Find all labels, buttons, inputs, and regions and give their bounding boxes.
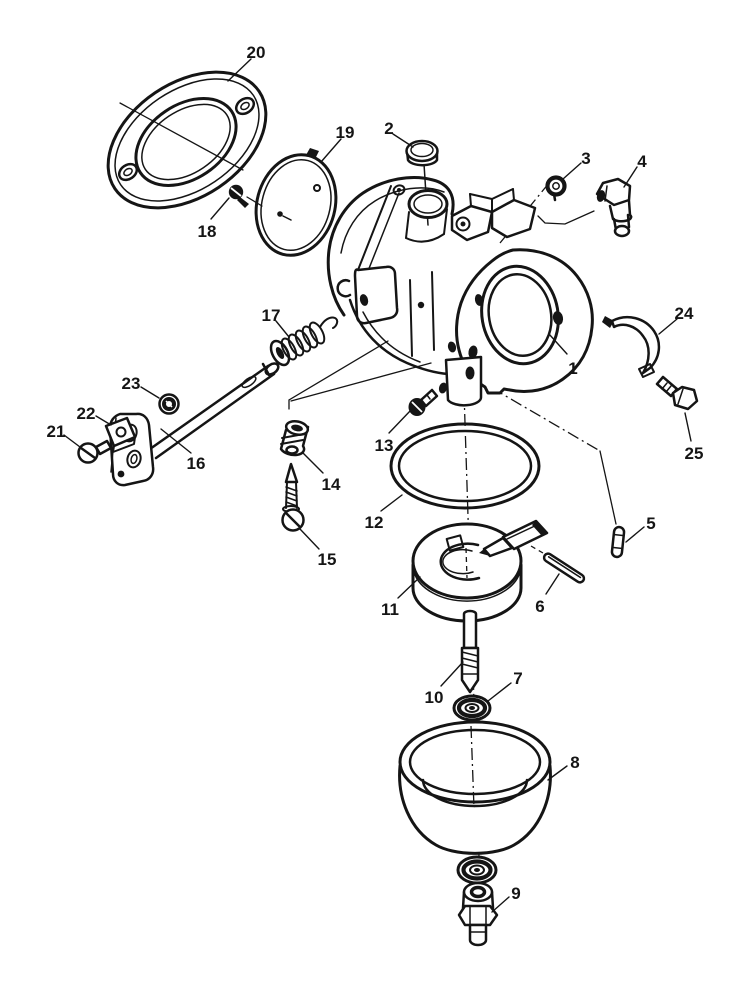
callout-7-washer-upper: 7 — [513, 669, 522, 688]
leader-line-lock-nut — [140, 386, 160, 399]
part-float-bowl — [398, 720, 552, 855]
part-square-nut — [104, 416, 137, 453]
leader-line-float-hinge-pin — [545, 573, 560, 595]
callout-6-float-hinge-pin: 6 — [535, 597, 544, 616]
part-grommet — [545, 175, 567, 202]
callout-16-throttle-link-bracket: 16 — [187, 454, 206, 473]
part-float — [411, 519, 549, 623]
part-body-screw — [408, 388, 439, 416]
part-bracket-screw — [77, 439, 113, 464]
part-return-spring — [269, 316, 339, 367]
part-hinge-pin — [542, 552, 586, 584]
part-hex-bolt — [655, 375, 699, 411]
callout-24-clip-bracket: 24 — [675, 304, 694, 323]
leader-line-bracket-screw — [63, 434, 81, 448]
callout-25-hex-bolt: 25 — [685, 444, 704, 463]
leader-line-carburetor-body — [548, 333, 568, 355]
leader-line-idle-mixture-needle — [299, 528, 320, 550]
part-diaphragm-cover — [254, 148, 338, 257]
callout-19-diaphragm-cover: 19 — [336, 123, 355, 142]
callout-17-return-spring: 17 — [262, 306, 281, 325]
leader-line-bowl-o-ring — [380, 494, 403, 512]
part-drain-plug — [457, 881, 499, 947]
part-idle-spring — [279, 419, 310, 457]
part-idle-needle — [281, 462, 305, 532]
part-cap-plug — [405, 139, 439, 167]
callout-4-elbow-fitting: 4 — [637, 152, 647, 171]
callout-15-idle-mixture-needle: 15 — [318, 550, 337, 569]
callout-8-float-bowl: 8 — [570, 753, 579, 772]
part-elbow-fitting — [595, 177, 633, 238]
callout-3-grommet-washer: 3 — [581, 149, 590, 168]
part-washer-lower — [456, 855, 498, 885]
leader-line-retaining-pin — [625, 526, 645, 543]
callout-2-cap-plug: 2 — [384, 119, 393, 138]
leader-line-body-screw — [388, 409, 412, 434]
leader-line-washer-upper — [487, 682, 512, 702]
leader-line-elbow-fitting — [623, 166, 638, 188]
leader-line-grommet-washer — [562, 162, 582, 180]
leader-line-idle-spring — [302, 452, 324, 474]
part-cover-screw — [228, 184, 249, 208]
callout-12-bowl-o-ring: 12 — [365, 513, 384, 532]
leader-line-diaphragm-cover — [320, 138, 342, 163]
leader-line-square-nut — [95, 415, 112, 426]
leader-line-float — [397, 576, 421, 599]
part-main-jet — [460, 609, 480, 694]
leader-line-main-jet — [440, 661, 464, 687]
leader-line-cap-plug — [392, 133, 414, 148]
leader-line-clip-bracket — [658, 318, 678, 335]
leader-line-throttle-link-bracket — [160, 428, 192, 454]
leader-line-float-bowl — [547, 765, 568, 781]
part-retaining-pin — [610, 525, 626, 559]
callout-23-lock-nut: 23 — [122, 374, 141, 393]
callout-20-mounting-gasket: 20 — [247, 43, 266, 62]
leader-line-hex-bolt — [684, 412, 692, 442]
callout-11-float: 11 — [381, 600, 399, 619]
callout-1-carburetor-body: 1 — [568, 359, 577, 378]
callout-9-drain-plug: 9 — [511, 884, 520, 903]
leader-line-return-spring — [275, 320, 290, 338]
part-lock-nut — [158, 393, 180, 415]
callout-5-retaining-pin: 5 — [646, 514, 655, 533]
part-washer-upper — [452, 694, 492, 722]
callout-21-bracket-screw: 21 — [47, 422, 66, 441]
part-mounting-gasket — [106, 70, 268, 210]
leader-line-mounting-gasket — [227, 58, 252, 82]
leader-line-drain-plug — [491, 896, 510, 913]
callout-10-main-jet: 10 — [425, 688, 444, 707]
part-o-ring — [389, 422, 541, 510]
part-carburetor-body — [326, 176, 594, 407]
callout-18-cover-screw: 18 — [198, 222, 217, 241]
callout-13-body-screw: 13 — [375, 436, 394, 455]
leader-line-cover-screw — [210, 197, 230, 220]
callout-14-idle-spring: 14 — [322, 475, 341, 494]
part-clip-bracket — [602, 315, 661, 378]
callout-22-square-nut: 22 — [77, 404, 96, 423]
